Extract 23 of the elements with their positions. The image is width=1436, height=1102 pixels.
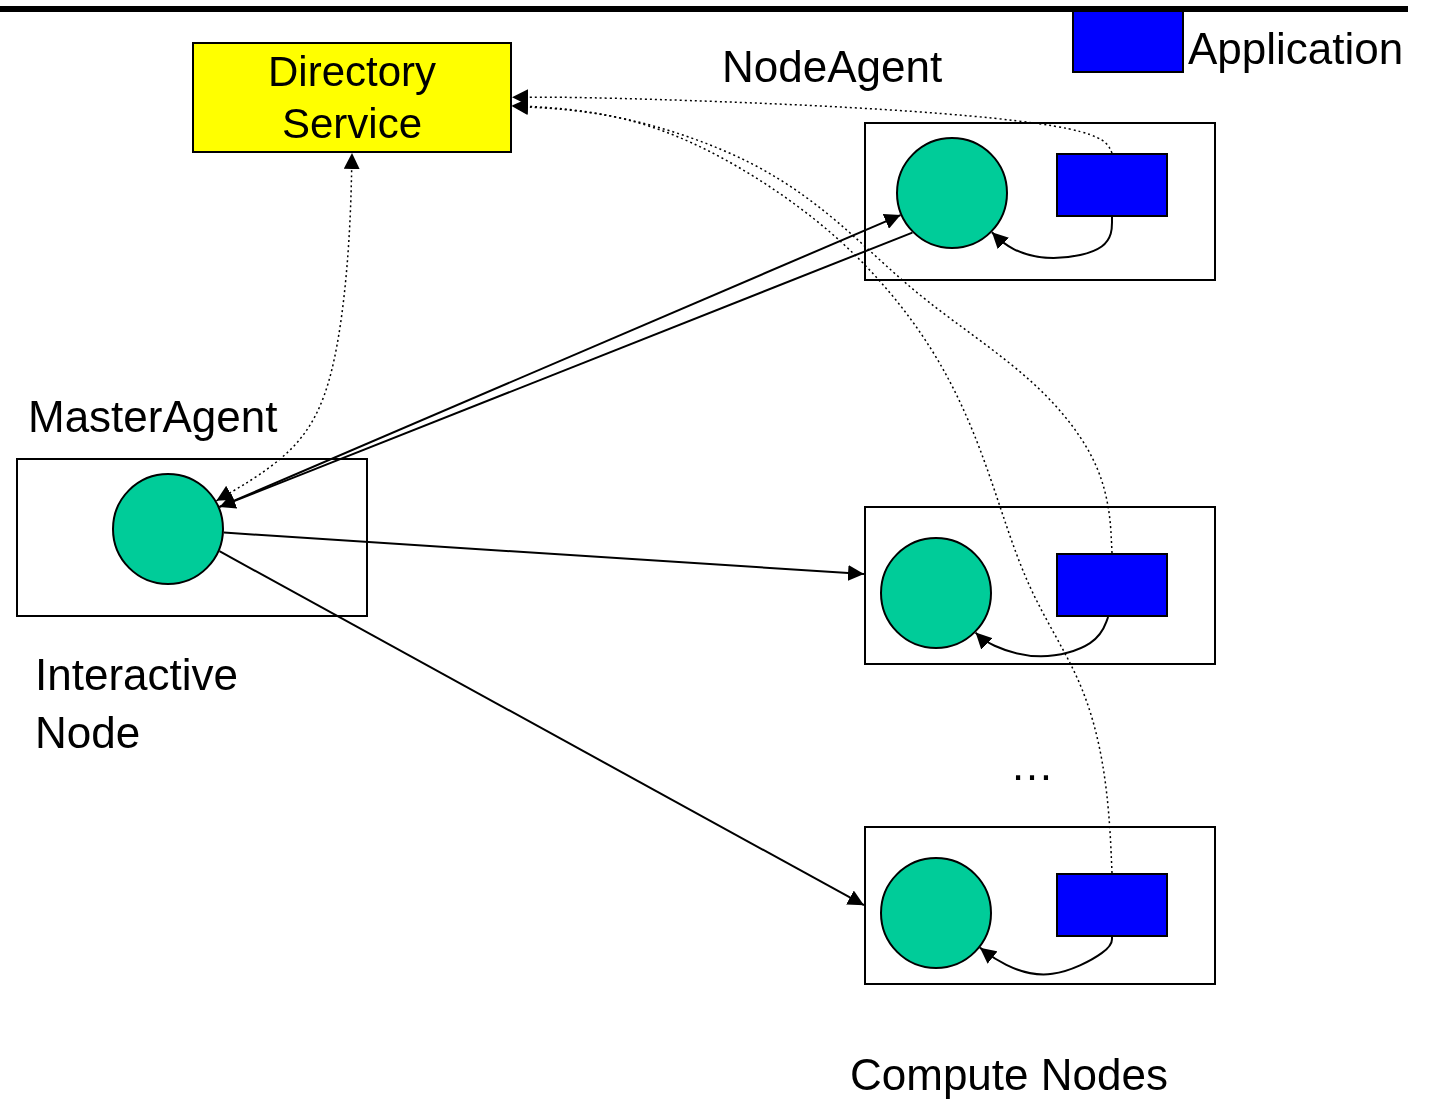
node-frame [16, 458, 368, 617]
node-frame [864, 506, 1216, 665]
dotted-arrow [511, 89, 1113, 154]
agent-label: NodeAgent [722, 41, 943, 93]
arrow [979, 936, 1113, 976]
agent-label: MasterAgent [28, 391, 278, 443]
service-box [192, 42, 512, 153]
application-block [1056, 553, 1168, 617]
arrow [974, 616, 1110, 658]
legend-label: Application [1188, 23, 1404, 75]
node-frame [864, 826, 1216, 985]
application-block [1056, 873, 1168, 937]
application-block [1056, 153, 1168, 217]
arrow [218, 550, 865, 907]
dotted-arrow [511, 98, 1113, 874]
dotted-arrow [215, 152, 360, 502]
arrow [222, 531, 865, 582]
box-label: Directory Service [267, 46, 437, 149]
node-caption: Interactive Node [35, 649, 239, 759]
arrow [990, 216, 1113, 259]
ellipsis-text: … [1010, 739, 1054, 791]
node-frame [864, 122, 1216, 281]
group-caption: Compute Nodes [850, 1049, 1168, 1101]
